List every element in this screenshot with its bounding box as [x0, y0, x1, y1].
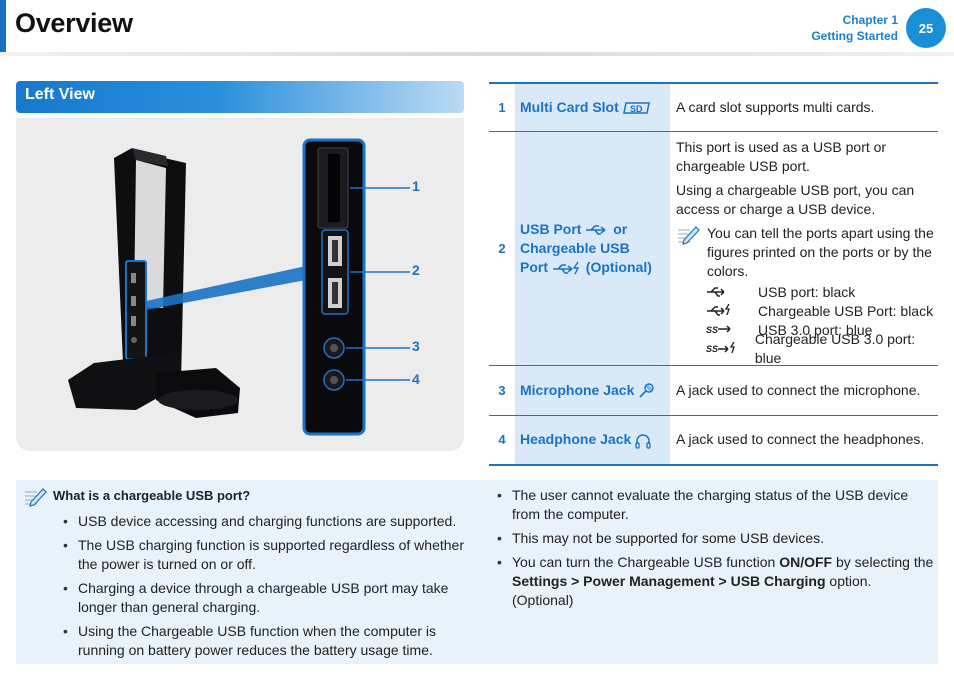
callout-1: 1	[412, 178, 420, 194]
device-illustration-panel: 1 2 3 4	[16, 118, 464, 451]
usb3-icon: SS	[706, 321, 758, 340]
header-accent-bar	[0, 0, 6, 52]
row-number: 2	[489, 130, 515, 365]
list-item: Chargeable USB Port: black	[706, 302, 934, 321]
list-item: USB port: black	[706, 283, 934, 302]
svg-text:SD: SD	[630, 104, 643, 114]
chapter-label: Chapter 1 Getting Started	[811, 12, 898, 44]
list-item: The user cannot evaluate the charging st…	[497, 486, 935, 524]
usb-type-label: USB 3.0 port: blue	[758, 321, 873, 338]
callout-2: 2	[412, 262, 420, 278]
port-name-usb: USB Port	[520, 220, 582, 237]
chapter-number: Chapter 1	[842, 13, 898, 27]
port-name-chargeable: Chargeable USB	[520, 239, 630, 256]
usb-icon	[706, 283, 758, 302]
usb-type-label: Chargeable USB Port: black	[758, 302, 934, 319]
page-number: 25	[906, 8, 946, 48]
usb-note: You can tell the ports apart using the f…	[676, 224, 934, 281]
table-row: 2 USB Port or Chargeable USB Port (Optio…	[489, 130, 938, 367]
list-item: The USB charging function is supported r…	[63, 536, 478, 574]
usb-note-text: You can tell the ports apart using the f…	[707, 224, 934, 279]
port-name-or: or	[613, 220, 628, 237]
note-right-list: The user cannot evaluate the charging st…	[497, 486, 935, 610]
usb-type-label: USB port: black	[758, 283, 856, 300]
port-name: Multi Card Slot	[520, 98, 619, 115]
section-heading-bar: Left View	[16, 81, 464, 113]
usb-icon	[585, 221, 613, 237]
port-name-port: Port	[520, 258, 548, 275]
port-name: Microphone Jack	[520, 381, 635, 398]
emphasis-on-off: ON/OFF	[779, 554, 833, 570]
headphone-icon	[635, 433, 651, 449]
port-description: A jack used to connect the microphone.	[670, 364, 938, 415]
table-row: 4 Headphone Jack A jack used to connect …	[489, 414, 938, 466]
list-item: SS USB 3.0 port: blue	[706, 321, 934, 340]
port-description: Using a chargeable USB port, you can acc…	[676, 181, 915, 217]
sd-card-icon: SD	[622, 102, 650, 114]
row-number: 4	[489, 414, 515, 466]
emphasis-settings-path: Settings > Power Management > USB Chargi…	[512, 573, 826, 589]
chargeable-usb-icon	[552, 259, 586, 275]
section-heading: Left View	[25, 86, 95, 103]
callout-4: 4	[412, 371, 420, 387]
port-name: Headphone Jack	[520, 431, 632, 448]
row-number: 1	[489, 82, 515, 131]
chapter-title: Getting Started	[811, 29, 898, 43]
port-spec-table: 1 Multi Card Slot SD A card slot support…	[489, 82, 938, 466]
port-name-optional: (Optional)	[585, 258, 652, 275]
list-item: This may not be supported for some USB d…	[497, 529, 935, 548]
usb-type-list: USB port: black Chargeable USB Port: bla…	[706, 283, 934, 367]
page-title: Overview	[15, 8, 133, 38]
list-item: Charging a device through a chargeable U…	[63, 579, 478, 617]
title-divider	[0, 52, 954, 56]
note-pencil-icon	[25, 488, 47, 507]
note-box: What is a chargeable USB port? USB devic…	[16, 480, 938, 664]
usb-type-label: Chargeable USB 3.0 port: blue	[754, 331, 916, 366]
svg-text:SS: SS	[706, 344, 718, 354]
list-item: USB device accessing and charging functi…	[63, 512, 478, 531]
chargeable-usb-icon	[706, 302, 758, 321]
list-item: Using the Chargeable USB function when t…	[63, 622, 478, 660]
chargeable-usb3-icon: SS	[706, 340, 755, 359]
microphone-icon	[639, 383, 654, 398]
port-description: A card slot supports multi cards.	[670, 82, 938, 131]
note-left-column: What is a chargeable USB port? USB devic…	[23, 486, 478, 665]
list-item: SS Chargeable USB 3.0 port: blue	[706, 331, 934, 366]
note-left-list: USB device accessing and charging functi…	[63, 512, 478, 660]
port-description: This port is used as a USB port or charg…	[676, 138, 887, 174]
svg-text:SS: SS	[706, 325, 718, 335]
port-description: A jack used to connect the headphones.	[670, 414, 938, 466]
device-illustration	[68, 138, 410, 436]
table-row: 3 Microphone Jack A jack used to connect…	[489, 364, 938, 415]
note-right-column: The user cannot evaluate the charging st…	[497, 486, 935, 615]
table-row: 1 Multi Card Slot SD A card slot support…	[489, 82, 938, 131]
row-number: 3	[489, 364, 515, 415]
note-pencil-icon	[678, 225, 700, 245]
note-title: What is a chargeable USB port?	[53, 488, 251, 503]
callout-3: 3	[412, 338, 420, 354]
monitor-stand	[68, 353, 184, 410]
zoom-connector	[146, 266, 306, 310]
list-item: You can turn the Chargeable USB function…	[497, 553, 935, 610]
